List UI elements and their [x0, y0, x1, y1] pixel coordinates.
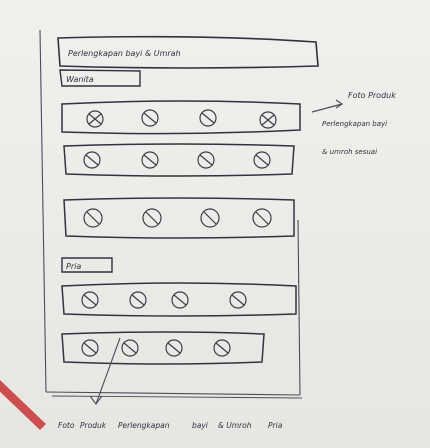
outer-frame-left: [40, 30, 46, 392]
product-photo-icon-cross: [168, 343, 180, 353]
product-photo-icon-cross: [132, 295, 144, 305]
right-annotation-line2: Perlengkapan bayi: [322, 120, 387, 128]
wanita-row-2[interactable]: [64, 144, 294, 176]
pria-row-2[interactable]: [62, 332, 264, 364]
wanita-row-1[interactable]: [62, 101, 300, 134]
bottom-annotation-word5: & Umroh: [218, 421, 252, 430]
bottom-annotation-word2: Produk: [80, 421, 107, 430]
annotation-arrow-right: [312, 104, 342, 112]
product-photo-icon-cross: [174, 295, 186, 305]
product-photo-icon-cross: [144, 113, 156, 123]
header-box: Perlengkapan bayi & Umrah: [58, 37, 318, 68]
product-photo-icon-cross: [216, 343, 228, 353]
wanita-row-3[interactable]: [64, 198, 294, 238]
product-photo-icon-cross: [144, 155, 156, 165]
label-pria[interactable]: Pria: [62, 258, 112, 272]
bottom-annotation-word4: bayi: [192, 421, 209, 430]
bottom-annotation-word3: Perlengkapan: [118, 421, 170, 430]
outer-frame-bottom: [46, 392, 300, 395]
watermark-stripe: [0, 380, 46, 430]
product-photo-icon-cross: [256, 212, 268, 224]
thumb-row-outline: [64, 144, 294, 176]
product-photo-icon-cross: [256, 155, 268, 165]
outer-frame-right-lower: [298, 220, 300, 395]
product-photo-icon-cross: [146, 212, 158, 224]
watermark-corner-shape: [0, 372, 58, 442]
product-photo-icon-cross: [84, 295, 96, 305]
pria-row-1[interactable]: [62, 283, 296, 316]
product-photo-icon-cross: [232, 295, 244, 305]
product-photo-icon-cross: [204, 212, 216, 224]
right-annotation-line1: Foto Produk: [348, 91, 396, 100]
right-annotation-line3: & umroh sesuai: [322, 148, 377, 156]
label-wanita-text: Wanita: [66, 75, 94, 84]
header-title: Perlengkapan bayi & Umrah: [68, 49, 181, 58]
annotation-arrow-bottom: [96, 338, 120, 404]
bottom-annotation: Foto Produk Perlengkapan bayi & Umroh Pr…: [58, 421, 283, 430]
product-photo-icon-cross: [84, 343, 96, 353]
frame-shadow-line: [52, 396, 302, 398]
product-photo-icon-cross: [124, 343, 136, 353]
thumb-row-outline: [62, 332, 264, 364]
product-photo-icon-cross: [87, 212, 99, 224]
bottom-annotation-word6: Pria: [268, 421, 283, 430]
right-annotation: Foto Produk Perlengkapan bayi & umroh se…: [322, 91, 396, 156]
product-photo-icon-cross: [262, 115, 274, 125]
thumb-row-outline: [64, 198, 294, 238]
label-wanita[interactable]: Wanita: [60, 70, 140, 86]
product-photo-icon-cross: [86, 155, 98, 165]
product-photo-icon-cross: [200, 155, 212, 165]
label-pria-text: Pria: [66, 262, 81, 271]
bottom-annotation-word1: Foto: [58, 421, 75, 430]
annotation-arrow-right-head: [336, 100, 342, 108]
product-photo-icon-cross: [89, 114, 101, 124]
product-photo-icon-cross: [202, 113, 214, 123]
